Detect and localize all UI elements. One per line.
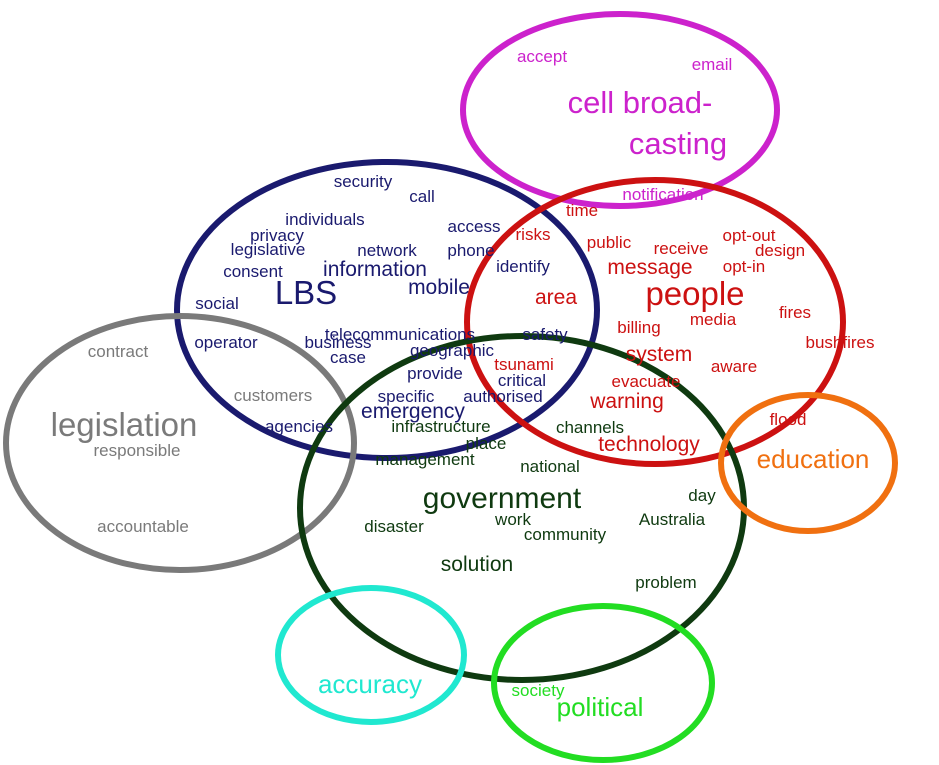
word-channels: channels (556, 418, 624, 437)
word-legislative: legislative (231, 240, 306, 259)
word-system: system (626, 343, 693, 366)
word-management: management (375, 450, 475, 469)
word-case: case (330, 348, 366, 367)
lbs-circle (174, 159, 600, 461)
word-business: business (304, 333, 371, 352)
word-identify: identify (496, 257, 550, 276)
word-accept: accept (517, 47, 567, 66)
word-receive: receive (654, 239, 709, 258)
word-network: network (357, 241, 417, 260)
cell-broadcasting-circle (460, 11, 780, 209)
word-lbs: LBS (275, 274, 337, 311)
words-layer: accept email cell broad-casting notificatio… (51, 47, 875, 722)
circles-layer (3, 11, 898, 763)
word-risks: risks (516, 225, 551, 244)
word-work: work (494, 510, 531, 529)
word-email: email (692, 55, 733, 74)
word-accountable: accountable (97, 517, 189, 536)
word-notification: notification (622, 185, 703, 204)
word-warning: warning (589, 390, 664, 413)
word-information: information (323, 258, 427, 281)
word-mobile: mobile (408, 276, 470, 299)
word-accuracy: accuracy (318, 669, 422, 699)
word-bushfires: bushfires (806, 333, 875, 352)
word-tsunami: tsunami (494, 355, 554, 374)
word-social: social (195, 294, 238, 313)
word-consent: consent (223, 262, 283, 281)
word-time: time (566, 201, 598, 220)
word-agencies: agencies (265, 417, 333, 436)
word-operator: operator (194, 333, 258, 352)
word-emergency: emergency (361, 400, 465, 423)
word-government: government (423, 482, 582, 515)
word-call: call (409, 187, 435, 206)
word-contract: contract (88, 342, 149, 361)
word-society: society (512, 681, 565, 700)
word-phone: phone (447, 241, 494, 260)
word-australia: Australia (639, 510, 706, 529)
word-people: people (645, 275, 744, 312)
word-public: public (587, 233, 632, 252)
word-evacuate: evacuate (612, 372, 681, 391)
word-political: political (557, 692, 644, 722)
word-aware: aware (711, 357, 757, 376)
word-individuals: individuals (285, 210, 364, 229)
word-place: place (466, 434, 507, 453)
word-responsible: responsible (94, 441, 181, 460)
word-provide: provide (407, 364, 463, 383)
word-fires: fires (779, 303, 811, 322)
word-design: design (755, 241, 805, 260)
word-community: community (524, 525, 607, 544)
word-legislation: legislation (51, 406, 198, 443)
word-customers: customers (234, 386, 312, 405)
legislation-circle (3, 313, 357, 573)
word-billing: billing (617, 318, 660, 337)
word-opt-in: opt-in (723, 257, 766, 276)
word-education: education (757, 444, 870, 474)
word-casting: casting (629, 126, 727, 161)
word-area: area (535, 286, 577, 309)
word-national: national (520, 457, 580, 476)
word-opt-out: opt-out (723, 226, 776, 245)
word-media: media (690, 310, 737, 329)
education-circle (718, 392, 898, 534)
word-privacy: privacy (250, 226, 304, 245)
word-infrastructure: infrastructure (391, 417, 490, 436)
word-message: message (607, 256, 692, 279)
word-disaster: disaster (364, 517, 424, 536)
word-access: access (448, 217, 501, 236)
word-problem: problem (635, 573, 696, 592)
word-geographic: geographic (410, 341, 495, 360)
word-technology: technology (598, 433, 700, 456)
people-circle (464, 177, 846, 467)
word-authorised: authorised (463, 387, 542, 406)
word-security: security (334, 172, 393, 191)
word-flood: flood (770, 410, 807, 429)
word-safety: safety (522, 325, 568, 344)
political-circle (491, 603, 715, 763)
word-cell-broad: cell broad- (568, 85, 713, 120)
word-solution: solution (441, 553, 513, 576)
accuracy-circle (275, 585, 467, 725)
word-day: day (688, 486, 716, 505)
word-telecommunications: telecommunications (325, 325, 475, 344)
word-critical: critical (498, 371, 546, 390)
word-specific: specific (378, 387, 435, 406)
